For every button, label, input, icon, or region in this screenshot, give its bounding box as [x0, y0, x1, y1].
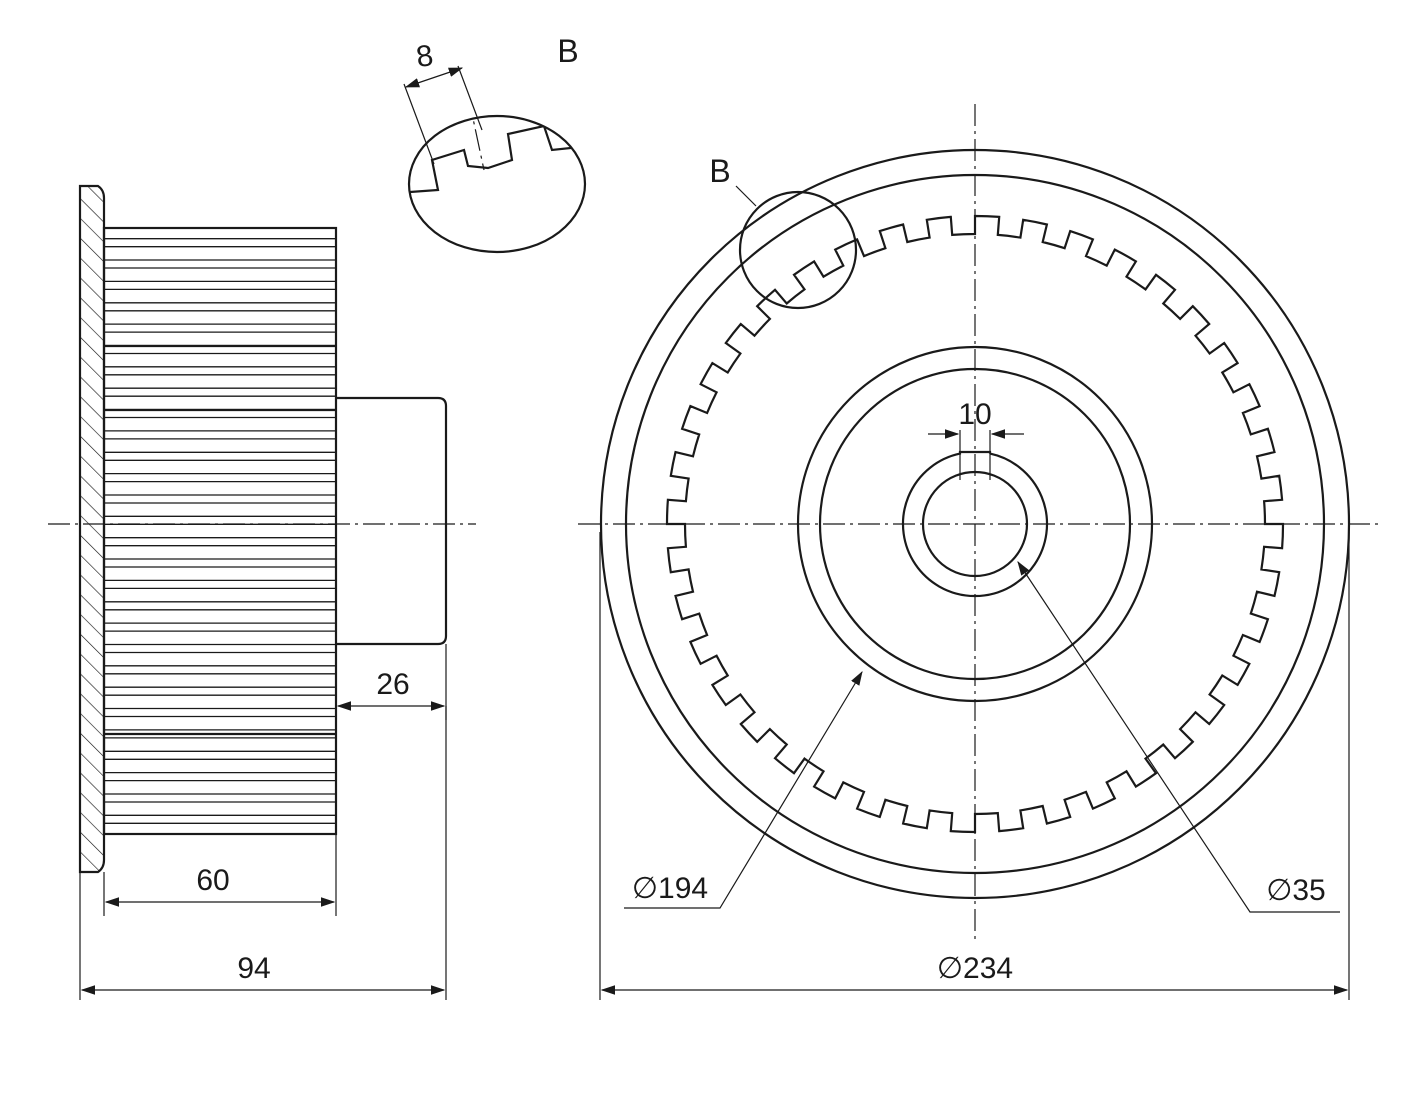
dim-outer-diameter: ∅234 — [937, 952, 1013, 985]
dim-flange-width: 26 — [376, 668, 409, 701]
leader-194 — [624, 670, 863, 909]
dim-toothed-width: 60 — [196, 864, 229, 897]
detail-circle — [407, 114, 587, 254]
detail-b-view: 8 B — [403, 33, 587, 254]
dim-detail-pitch: 8 — [414, 39, 435, 74]
detail-b-marker — [738, 190, 858, 310]
side-view: 26 60 94 — [48, 184, 476, 1000]
dim-bore-diameter: ∅35 — [1266, 874, 1326, 907]
dim-inner-diameter: ∅194 — [632, 872, 708, 905]
front-detail-label: B — [709, 153, 730, 189]
tooth-grooves — [104, 238, 336, 824]
front-view: B 10 ∅194 ∅35 ∅234 — [578, 104, 1378, 1000]
detail-tooth-profile — [409, 124, 585, 194]
dim-keyway-width: 10 — [958, 398, 991, 431]
keyed-bore — [901, 450, 1049, 598]
hub — [336, 396, 448, 646]
dim-line-8 — [404, 67, 464, 88]
dim-total-width: 94 — [237, 952, 270, 985]
flange-section — [78, 184, 106, 874]
leader-35 — [1017, 560, 1340, 913]
detail-b-title: B — [557, 33, 578, 69]
toothed-body — [102, 226, 338, 836]
